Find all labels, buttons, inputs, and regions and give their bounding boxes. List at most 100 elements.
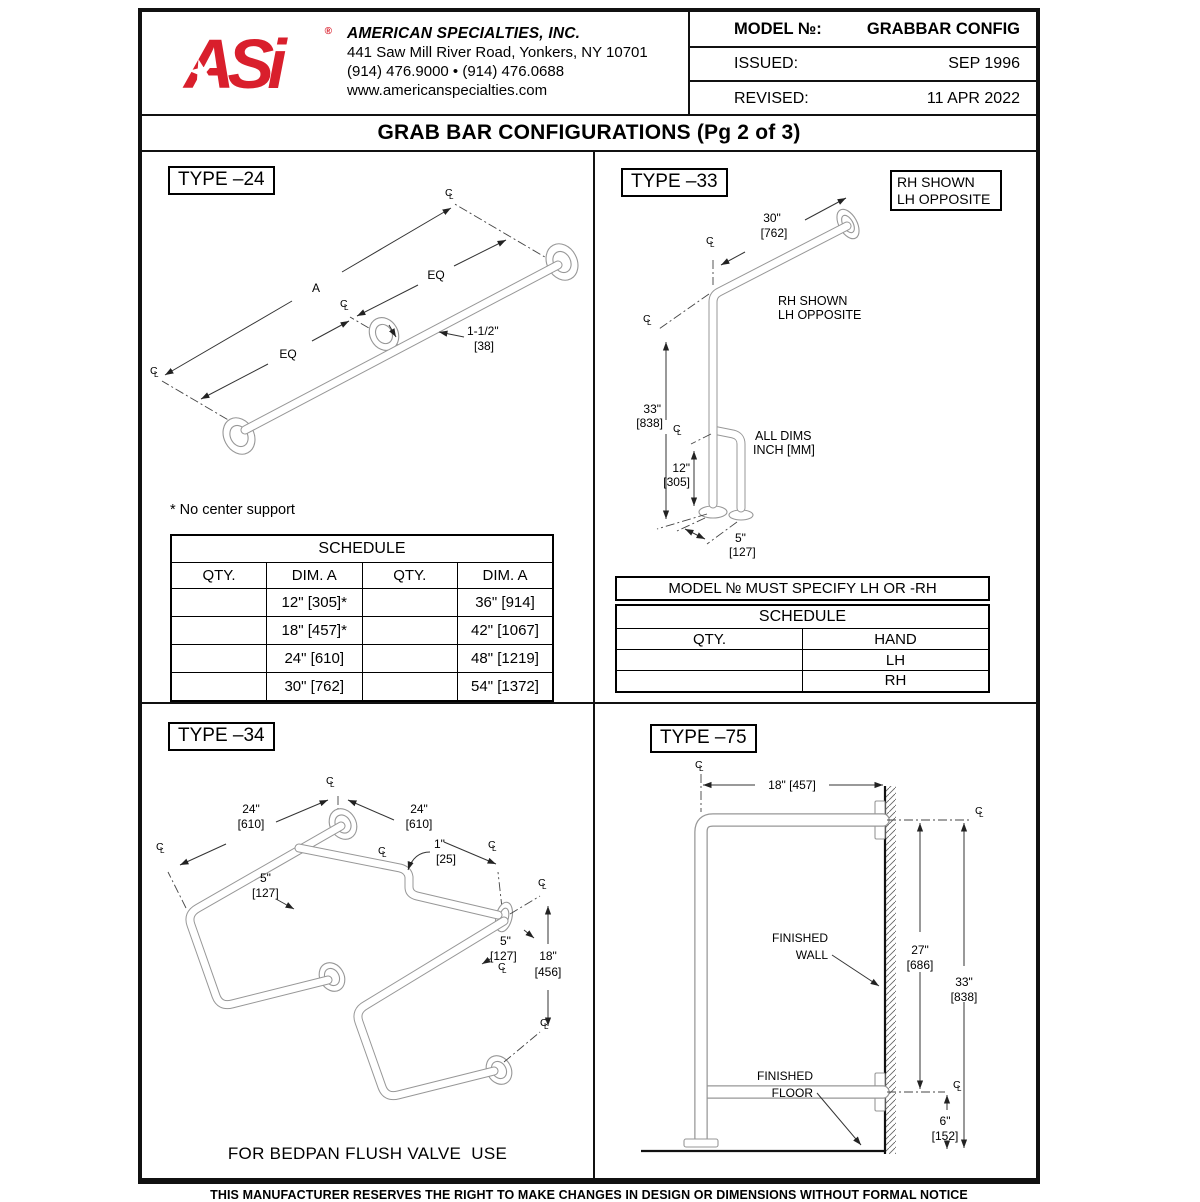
model-row: MODEL №: GRABBAR CONFIG — [690, 12, 1036, 48]
company-address: 441 Saw Mill River Road, Yonkers, NY 107… — [347, 44, 648, 61]
cell-qty — [170, 672, 267, 701]
asi-logo-text: ASi — [184, 25, 287, 103]
company-website: www.americanspecialties.com — [347, 82, 548, 99]
dim-label: [25] — [436, 852, 456, 866]
dim-label: 18" [457] — [768, 778, 816, 792]
cell-dim: 54" [1372] — [457, 672, 554, 701]
table-row: 18" [457]* 42" [1067] — [170, 616, 554, 645]
end-flange — [545, 243, 579, 281]
cell-qty — [615, 670, 803, 692]
svg-text:C: C — [706, 235, 714, 247]
cell-hand: LH — [802, 649, 990, 671]
revised-label: REVISED: — [734, 90, 809, 107]
dim-label: [610] — [238, 817, 265, 831]
model-value: GRABBAR CONFIG — [866, 19, 1020, 38]
cell-hand: RH — [802, 670, 990, 692]
svg-text:L: L — [957, 1084, 962, 1093]
hand-note-line: RH SHOWN — [897, 174, 975, 190]
issued-label: ISSUED: — [734, 55, 799, 72]
dim-label: [762] — [761, 226, 788, 240]
svg-text:L: L — [154, 370, 159, 379]
asi-logo: ASi ★ ® — [183, 18, 334, 110]
cell-dim: 24" [610] — [266, 644, 363, 673]
dim-label: 1-1/2" — [467, 324, 499, 338]
svg-text:C: C — [340, 298, 348, 310]
dim-label: 1" — [434, 837, 445, 851]
finished-floor-label: FINISHED — [757, 1069, 813, 1083]
model-label: MODEL №: — [734, 19, 822, 38]
svg-text:C: C — [540, 1017, 548, 1029]
dim-label: 18" — [539, 949, 557, 963]
type-24-label: TYPE –24 — [168, 166, 275, 195]
hand-note-line: LH OPPOSITE — [897, 190, 991, 207]
svg-text:C: C — [378, 845, 386, 857]
svg-text:C: C — [695, 759, 703, 771]
dim-label: [456] — [535, 965, 562, 979]
column-header: DIM. A — [266, 562, 363, 589]
vertical-divider — [593, 152, 595, 1180]
centerline-icon: CL — [498, 961, 507, 975]
dim-label: 5" — [500, 934, 511, 948]
svg-text:L: L — [677, 428, 682, 437]
type-24-schedule-table: SCHEDULE QTY. DIM. A QTY. DIM. A 12" [30… — [170, 534, 554, 702]
dim-label: 12" — [672, 461, 690, 475]
svg-text:C: C — [488, 839, 496, 851]
cell-dim: 42" [1067] — [457, 616, 554, 645]
table-row: 24" [610] 48" [1219] — [170, 644, 554, 673]
company-phone: (914) 476.9000 • (914) 476.0688 — [347, 63, 565, 80]
table-row: LH — [615, 649, 990, 671]
svg-text:C: C — [953, 1079, 961, 1091]
type-24-note: * No center support — [170, 502, 295, 518]
dim-label: EQ — [427, 268, 444, 282]
cell-qty — [170, 644, 267, 673]
dim-label: [305] — [663, 475, 690, 489]
centerline-icon: CL — [695, 759, 704, 773]
finished-wall-label: FINISHED — [772, 931, 828, 945]
schedule-title: SCHEDULE — [170, 534, 554, 563]
cell-dim: 18" [457]* — [266, 616, 363, 645]
end-flange — [222, 417, 256, 455]
type-33-schedule-table: SCHEDULE QTY. HAND LH RH — [615, 604, 990, 693]
svg-text:C: C — [673, 423, 681, 435]
centerline-icon: CL — [378, 845, 387, 859]
dim-label: 33" — [955, 975, 973, 989]
dim-label: 33" — [643, 402, 661, 416]
centerline-icon: CL — [340, 298, 349, 312]
finished-floor-label: FLOOR — [772, 1086, 814, 1100]
svg-text:L: L — [544, 1022, 549, 1031]
type-33-label: TYPE –33 — [621, 168, 728, 197]
issued-row: ISSUED: SEP 1996 — [690, 48, 1036, 82]
hand-note-box: RH SHOWN LH OPPOSITE — [890, 170, 1002, 211]
cell-dim: 48" [1219] — [457, 644, 554, 673]
svg-text:L: L — [344, 303, 349, 312]
centerline-icon: CL — [538, 877, 547, 891]
table-row: RH — [615, 670, 990, 692]
dim-label: [686] — [907, 958, 934, 972]
column-header: DIM. A — [457, 562, 554, 589]
svg-text:L: L — [647, 318, 652, 327]
type-75-label: TYPE –75 — [650, 724, 757, 753]
column-header: QTY. — [361, 562, 458, 589]
dim-label: [152] — [932, 1129, 959, 1143]
dim-label: [838] — [636, 416, 663, 430]
type-34-caption: FOR BEDPAN FLUSH VALVE USE — [227, 1144, 508, 1163]
header: ASi ★ ® AMERICAN SPECIALTIES, INC. 441 S… — [142, 12, 1036, 116]
dim-label: 5" — [735, 531, 746, 545]
schedule-title: SCHEDULE — [615, 604, 990, 629]
type-24-drawing: CL CL CL A EQ EQ 1-1/2" [38] — [150, 187, 579, 455]
page-title: GRAB BAR CONFIGURATIONS (Pg 2 of 3) — [142, 116, 1036, 152]
table-row: 30" [762] 54" [1372] — [170, 672, 554, 701]
svg-text:L: L — [699, 764, 704, 773]
grab-bar-tube — [708, 221, 852, 509]
wall-flange — [318, 962, 346, 992]
revised-value: 11 APR 2022 — [926, 90, 1020, 107]
svg-text:L: L — [492, 844, 497, 853]
centerline-icon: CL — [326, 775, 335, 789]
dim-label: 27" — [911, 943, 929, 957]
grab-bar-tube — [353, 916, 509, 1101]
column-header: HAND — [802, 628, 990, 650]
cell-qty — [361, 616, 458, 645]
svg-text:L: L — [502, 966, 507, 975]
